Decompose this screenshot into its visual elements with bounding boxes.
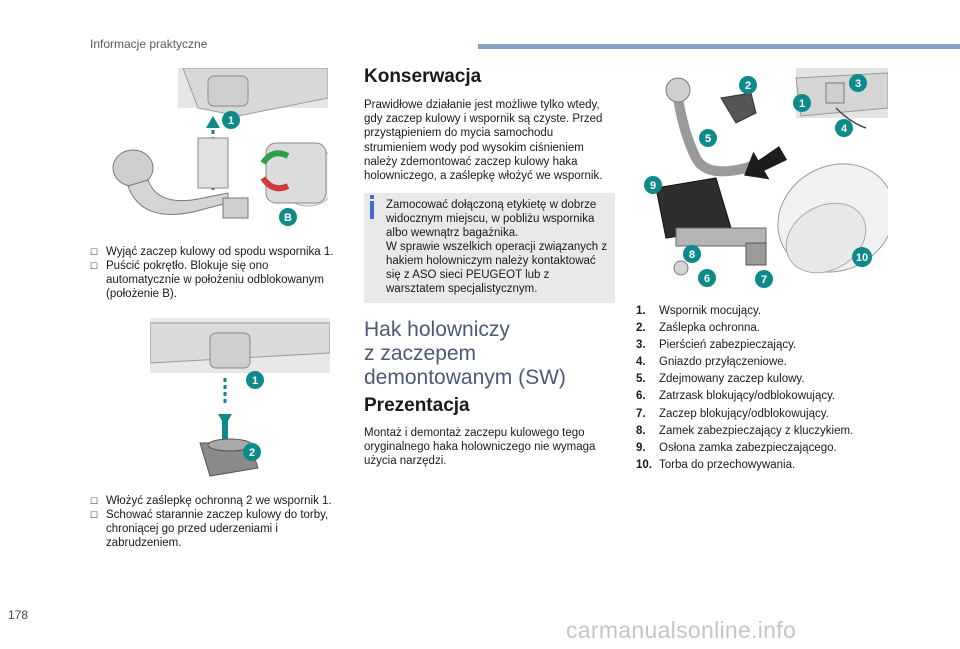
callout-8-fig3: 8 [683, 245, 701, 263]
list-item: ☐ Schować starannie zaczep kulowy do tor… [90, 509, 329, 549]
checkbox-icon: ☐ [90, 496, 99, 506]
svg-text:5: 5 [705, 133, 711, 145]
callout-5-fig3: 5 [699, 129, 717, 147]
svg-text:1: 1 [799, 98, 805, 110]
callout-1-fig3: 1 [793, 94, 811, 112]
callout-1-fig2: 1 [246, 371, 264, 389]
section-title: Informacje praktyczne [90, 37, 208, 51]
parts-list: 1.Wspornik mocujący. 2.Zaślepka ochronna… [636, 305, 936, 476]
svg-text:8: 8 [689, 249, 695, 261]
callout-10-fig3: 10 [852, 247, 872, 267]
checkbox-icon: ☐ [90, 261, 99, 271]
callout-6-fig3: 6 [698, 269, 716, 287]
heading-maintenance: Konserwacja [364, 66, 482, 87]
figure-insert-cap: 1 2 [150, 318, 330, 490]
svg-text:3: 3 [855, 78, 861, 90]
list-item: 2.Zaślepka ochronna. [636, 322, 761, 335]
callout-b-fig1: B [279, 208, 297, 226]
list-item: 4.Gniazdo przyłączeniowe. [636, 356, 787, 369]
checkbox-icon: ☐ [90, 510, 99, 520]
watermark: carmanualsonline.info [566, 617, 797, 643]
list-item: ☐ Puścić pokrętło. Blokuje się ono autom… [90, 260, 324, 300]
heading-towbar: Hak holowniczy z zaczepem demontowanym (… [364, 318, 566, 389]
steps-store: ☐ Włożyć zaślepkę ochronną 2 we wspornik… [90, 494, 350, 550]
svg-text:B: B [284, 212, 292, 224]
info-note: Zamocować dołączoną etykietę w dobrze wi… [364, 193, 615, 303]
callout-2-fig2: 2 [243, 443, 261, 461]
callout-2-fig3: 2 [739, 76, 757, 94]
list-item: 3.Pierścień zabezpieczający. [636, 339, 797, 352]
page-number: 178 [8, 608, 29, 622]
svg-text:10: 10 [856, 252, 868, 264]
list-item: 6.Zatrzask blokujący/odblokowujący. [636, 390, 836, 403]
heading-presentation: Prezentacja [364, 395, 470, 416]
list-item: 1.Wspornik mocujący. [636, 305, 762, 317]
callout-9-fig3: 9 [644, 176, 662, 194]
svg-text:7: 7 [761, 274, 767, 286]
list-item: 5.Zdejmowany zaczep kulowy. [636, 373, 805, 386]
list-item: 7.Zaczep blokujący/odblokowujący. [636, 407, 829, 420]
header-bar [478, 44, 960, 49]
callout-4-fig3: 4 [835, 119, 853, 137]
towbar-body: Montaż i demontaż zaczepu kulowego tego … [364, 427, 596, 468]
list-item: 8.Zamek zabezpieczający z kluczykiem. [636, 424, 854, 437]
callout-1-fig1: 1 [222, 111, 240, 129]
steps-remove: ☐ Wyjąć zaczep kulowy od spodu wspornika… [90, 245, 345, 301]
svg-text:2: 2 [249, 447, 255, 459]
figure-remove-hitch: 1 B [88, 68, 328, 240]
svg-text:4: 4 [841, 123, 848, 135]
svg-text:6: 6 [704, 273, 710, 285]
info-icon [370, 195, 374, 219]
svg-text:9: 9 [650, 180, 656, 192]
svg-text:1: 1 [228, 115, 234, 127]
list-item: ☐ Włożyć zaślepkę ochronną 2 we wspornik… [90, 495, 332, 507]
note-text: Zamocować dołączoną etykietę w dobrze wi… [386, 199, 608, 295]
list-item: 10.Torba do przechowywania. [636, 458, 796, 471]
checkbox-icon: ☐ [90, 247, 99, 257]
callout-3-fig3: 3 [849, 74, 867, 92]
list-item: ☐ Wyjąć zaczep kulowy od spodu wspornika… [90, 246, 334, 258]
svg-text:2: 2 [745, 80, 751, 92]
list-item: 9.Osłona zamka zabezpieczającego. [636, 441, 837, 454]
maintenance-body: Prawidłowe działanie jest możliwe tylko … [364, 99, 603, 183]
figure-towbar-components: 2 3 1 4 5 9 8 6 7 10 [636, 68, 888, 290]
callout-7-fig3: 7 [755, 270, 773, 288]
svg-text:1: 1 [252, 375, 258, 387]
